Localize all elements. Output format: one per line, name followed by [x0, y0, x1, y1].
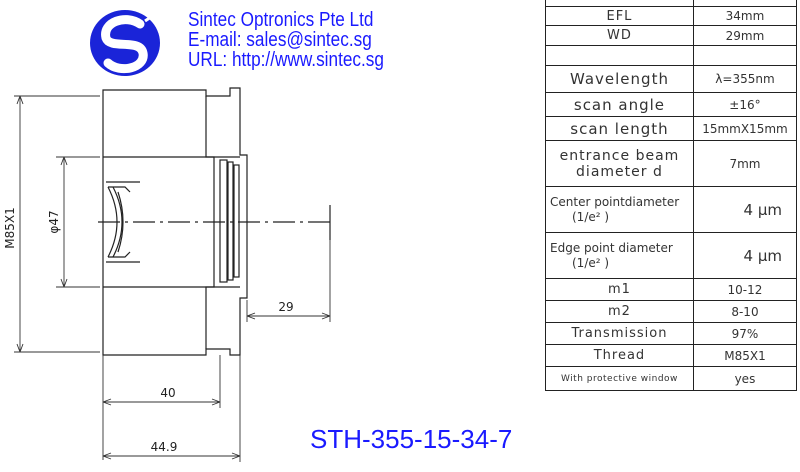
table-row: m2 8-10 [545, 300, 798, 323]
spec-key: scan length [545, 116, 694, 141]
spec-key: scan angle [545, 92, 694, 117]
spec-key: Wavelength [545, 65, 694, 93]
company-logo [90, 10, 160, 76]
company-name: Sintec Optronics Pte Ltd [188, 9, 374, 31]
company-url: URL: http://www.sintec.sg [188, 49, 384, 71]
dim-wd: 29 [278, 300, 293, 314]
table-row: scan angle ±16° [545, 92, 798, 117]
dim-length-44-9: 44.9 [151, 440, 178, 454]
table-row: Transmission 97% [545, 322, 798, 345]
table-row: entrance beam diameter d 7mm [545, 140, 798, 187]
table-row: WD 29mm [545, 25, 798, 46]
spec-value: 8-10 [692, 300, 798, 323]
spec-value: 4 μm [692, 186, 798, 233]
spec-key: Thread [545, 344, 694, 367]
spec-key: entrance beam diameter d [545, 140, 694, 187]
company-info: Sintec Optronics Pte Ltd E-mail: sales@s… [188, 10, 384, 70]
company-email: E-mail: sales@sintec.sg [188, 29, 372, 51]
dim-aperture: φ47 [47, 210, 61, 233]
spec-key: Transmission [545, 322, 694, 345]
table-row: Center pointdiameter (1/e² ) 4 μm [545, 186, 798, 233]
spec-value: 4 μm [692, 232, 798, 279]
model-number: STH-355-15-34-7 [310, 424, 513, 454]
table-row: With protective window yes [545, 366, 798, 391]
spec-key: m2 [545, 300, 694, 323]
table-row: Edge point diameter (1/e² ) 4 μm [545, 232, 798, 279]
spec-value: ±16° [692, 92, 798, 117]
table-row: Wavelength λ=355nm [545, 65, 798, 93]
table-row: scan length 15mmX15mm [545, 116, 798, 141]
spec-value: λ=355nm [692, 65, 798, 93]
spec-value: yes [692, 366, 798, 391]
spec-key-sub: (1/e² ) [572, 209, 610, 224]
spec-key: Center pointdiameter [550, 194, 680, 209]
spec-key-cell: Center pointdiameter (1/e² ) [545, 186, 694, 233]
dim-length-40: 40 [160, 386, 175, 400]
spec-key [545, 45, 694, 66]
spec-value: 34mm [692, 6, 798, 26]
table-row: m1 10-12 [545, 278, 798, 301]
spec-value: M85X1 [692, 344, 798, 367]
table-row: Thread M85X1 [545, 344, 798, 367]
table-row [545, 45, 798, 66]
spec-key: EFL [545, 6, 694, 26]
spec-key-cell: Edge point diameter (1/e² ) [545, 232, 694, 279]
spec-key: With protective window [545, 366, 694, 391]
dim-thread: M85X1 [3, 207, 17, 248]
spec-value: 7mm [692, 140, 798, 187]
spec-key: Edge point diameter [550, 240, 673, 255]
spec-value: 10-12 [692, 278, 798, 301]
spec-value [692, 45, 798, 66]
spec-key: WD [545, 25, 694, 46]
spec-key-sub: (1/e² ) [572, 255, 610, 270]
table-row: EFL 34mm [545, 6, 798, 26]
spec-value: 29mm [692, 25, 798, 46]
spec-key: m1 [545, 278, 694, 301]
spec-value: 15mmX15mm [692, 116, 798, 141]
spec-value: 97% [692, 322, 798, 345]
spec-table: EFL 34mm WD 29mm Wavelength λ=355nm scan… [545, 0, 798, 391]
lens-drawing: M85X1 φ47 29 40 44.9 [3, 87, 331, 462]
